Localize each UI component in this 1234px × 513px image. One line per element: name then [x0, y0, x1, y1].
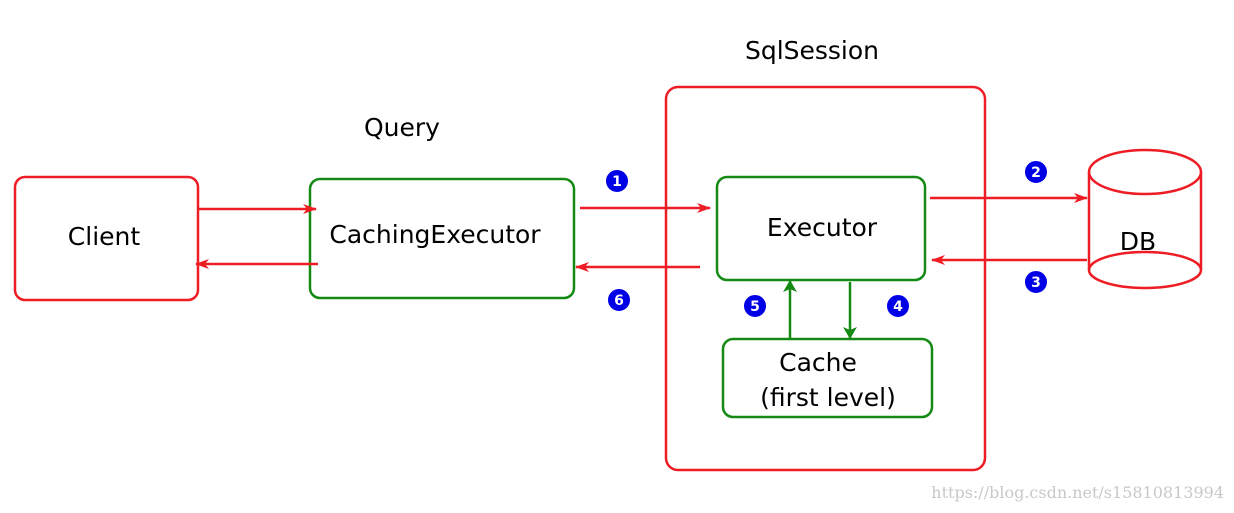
- sqlsession-box: [664, 85, 987, 472]
- client-label: Client: [68, 222, 141, 251]
- executor-box: [715, 175, 927, 282]
- client-box: [13, 175, 200, 302]
- executor-label: Executor: [767, 213, 878, 242]
- svg-text:2: 2: [1031, 165, 1041, 181]
- svg-text:3: 3: [1031, 275, 1041, 291]
- db-cylinder: [1087, 148, 1203, 290]
- svg-text:4: 4: [893, 299, 903, 315]
- cache-sublabel: (first level): [760, 383, 896, 412]
- caching-executor-label: CachingExecutor: [329, 220, 541, 249]
- step-badge-5: 5: [742, 293, 768, 319]
- query-title: Query: [364, 113, 440, 142]
- svg-text:6: 6: [614, 293, 624, 309]
- svg-text:5: 5: [750, 299, 760, 315]
- step-badge-4: 4: [885, 293, 911, 319]
- db-label: DB: [1120, 227, 1156, 256]
- watermark: https://blog.csdn.net/s15810813994: [931, 483, 1224, 502]
- step-badge-2: 2: [1023, 159, 1049, 185]
- sqlsession-title: SqlSession: [745, 36, 879, 65]
- step-badge-1: 1: [604, 168, 630, 194]
- cache-box: [721, 337, 934, 419]
- svg-text:1: 1: [612, 174, 622, 190]
- caching-executor-box: [308, 177, 576, 300]
- step-badge-6: 6: [606, 287, 632, 313]
- step-badge-3: 3: [1023, 269, 1049, 295]
- cache-label: Cache: [779, 348, 857, 377]
